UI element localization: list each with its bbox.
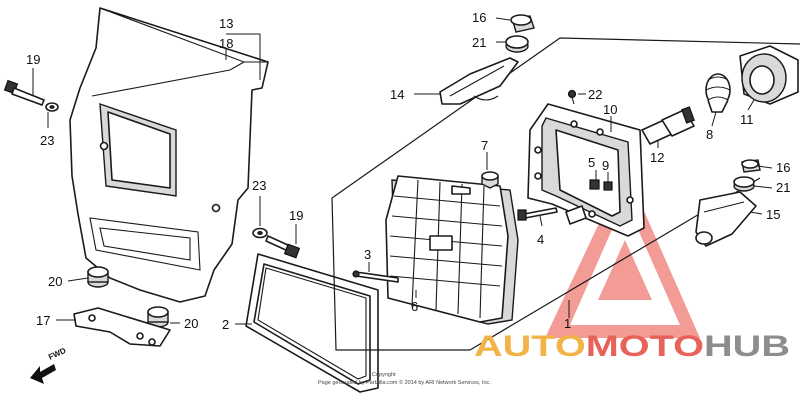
label-23-right: 23 xyxy=(252,178,266,193)
grommet-right xyxy=(147,306,169,328)
label-22: 22 xyxy=(588,87,602,102)
label-19-left: 19 xyxy=(26,52,40,67)
label-16-side: 16 xyxy=(776,160,790,175)
label-17: 17 xyxy=(36,313,50,328)
label-21-top: 21 xyxy=(472,35,486,50)
label-16-top: 16 xyxy=(472,10,486,25)
washer-left xyxy=(45,102,59,112)
grommet-top xyxy=(505,35,529,53)
label-6: 6 xyxy=(411,299,418,314)
label-10: 10 xyxy=(603,102,617,117)
label-11: 11 xyxy=(740,112,754,127)
label-19-right: 19 xyxy=(289,208,303,223)
headlight-case xyxy=(527,103,645,237)
grommet-side xyxy=(733,176,755,192)
copyright-line2: Page generated by Partzilla.com © 2014 b… xyxy=(318,379,491,386)
label-3: 3 xyxy=(364,247,371,262)
label-7: 7 xyxy=(481,138,488,153)
washer-right xyxy=(252,227,268,239)
mount-bolt xyxy=(517,207,558,221)
fwd-arrow: FWD xyxy=(30,346,68,384)
headlight-rim xyxy=(245,253,379,393)
connector-cap-side xyxy=(741,159,761,173)
headlight-cowl xyxy=(69,7,269,303)
label-2: 2 xyxy=(222,317,229,332)
position-light xyxy=(439,57,519,105)
socket-cover xyxy=(739,45,799,105)
copyright-notice: Copyright Page generated by Partzilla.co… xyxy=(318,372,491,386)
socket-housing xyxy=(695,191,757,247)
label-4: 4 xyxy=(537,232,544,247)
label-8: 8 xyxy=(706,127,713,142)
label-5: 5 xyxy=(588,155,595,170)
label-18: 18 xyxy=(219,36,233,51)
label-1: 1 xyxy=(564,316,571,331)
watermark-auto: AUTO xyxy=(474,330,586,363)
label-20-left: 20 xyxy=(48,274,62,289)
grommet-left xyxy=(87,266,109,288)
label-9: 9 xyxy=(602,158,609,173)
bulb-socket xyxy=(705,73,731,113)
bolt-left xyxy=(3,79,45,106)
screw-five xyxy=(589,179,600,190)
adjusting-screw xyxy=(352,270,399,283)
part-labels: 13 18 19 23 23 19 20 17 20 2 3 6 7 4 16 … xyxy=(26,10,790,332)
headlight-bulb xyxy=(641,106,695,145)
bolt-right xyxy=(265,235,301,259)
screw-nine xyxy=(603,181,613,191)
leader-lines xyxy=(32,17,773,325)
watermark-moto: MOTO xyxy=(586,330,704,363)
label-15: 15 xyxy=(766,207,780,222)
label-12: 12 xyxy=(650,150,664,165)
headlight-unit xyxy=(385,175,519,325)
fwd-label: FWD xyxy=(47,346,68,362)
watermark-hub: HUB xyxy=(704,330,790,363)
label-20-right: 20 xyxy=(184,316,198,331)
screw-twentytwo xyxy=(567,89,577,105)
mounting-bracket xyxy=(73,307,171,347)
connector-cap-top xyxy=(510,14,535,33)
copyright-line1: Copyright xyxy=(372,372,396,378)
label-21-side: 21 xyxy=(776,180,790,195)
label-23-left: 23 xyxy=(40,133,54,148)
label-13: 13 xyxy=(219,16,233,31)
label-14: 14 xyxy=(390,87,404,102)
nut xyxy=(481,171,499,189)
